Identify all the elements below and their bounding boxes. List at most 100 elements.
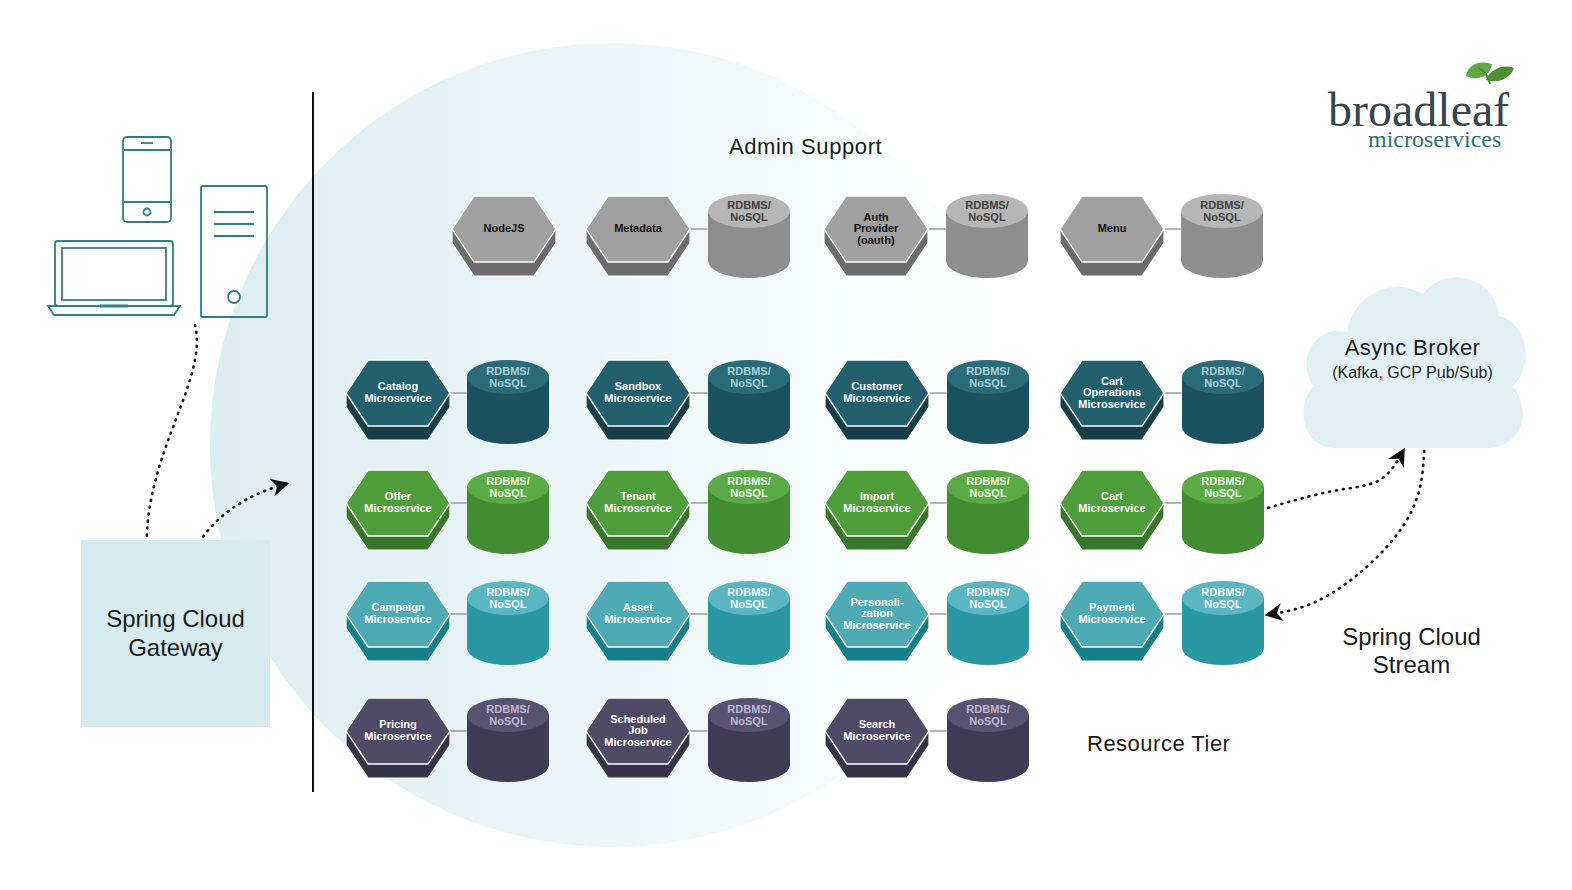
service-name: Auth Provider (oauth)	[854, 212, 899, 247]
store-link	[691, 502, 707, 504]
store-label: RDBMS/ NoSQL	[1201, 586, 1244, 610]
text-holder: Cart Operations Microservice	[1060, 360, 1164, 426]
text-holder: Payment Microservice	[1060, 581, 1164, 647]
service-hexagon: Import Microservice	[825, 470, 929, 550]
database-cylinder: RDBMS/ NoSQL	[467, 470, 549, 554]
store-link	[691, 228, 707, 230]
store-label: RDBMS/ NoSQL	[966, 586, 1009, 610]
service-name: NodeJS	[484, 223, 525, 235]
service-hexagon-outline	[1060, 196, 1164, 276]
store-label: RDBMS/ NoSQL	[727, 475, 770, 499]
text-holder: RDBMS/ NoSQL	[947, 581, 1029, 615]
service-name: Customer Microservice	[843, 381, 910, 404]
database-cylinder: RDBMS/ NoSQL	[708, 194, 790, 278]
store-link	[691, 392, 707, 394]
database-cylinder: RDBMS/ NoSQL	[947, 470, 1029, 554]
service-hexagon-outline	[586, 196, 690, 276]
text-holder: RDBMS/ NoSQL	[1182, 470, 1264, 504]
service-hexagon: Campaign Microservice	[346, 581, 450, 661]
store-label: RDBMS/ NoSQL	[486, 475, 529, 499]
async-flow-arrow	[1268, 451, 1403, 508]
service-name: Tenant Microservice	[604, 491, 671, 514]
database-cylinder: RDBMS/ NoSQL	[467, 581, 549, 665]
service-hexagon: Metadata	[586, 196, 690, 276]
store-label: RDBMS/ NoSQL	[966, 475, 1009, 499]
service-name: Personali- zation Microservice	[843, 597, 910, 632]
text-holder: Pricing Microservice	[346, 698, 450, 764]
text-holder: RDBMS/ NoSQL	[708, 698, 790, 732]
database-cylinder: RDBMS/ NoSQL	[947, 581, 1029, 665]
gateway-name: Spring Cloud Gateway	[91, 605, 261, 663]
broker-text: Async Broker	[1345, 334, 1481, 363]
service-hexagon: Search Microservice	[825, 698, 929, 778]
store-link	[691, 730, 707, 732]
store-link	[451, 613, 466, 615]
service-name: Cart Microservice	[1078, 491, 1145, 514]
service-name: Sandbox Microservice	[604, 381, 671, 404]
store-label: RDBMS/ NoSQL	[486, 703, 529, 727]
tier-label: Resource Tier	[1087, 731, 1230, 756]
store-label: RDBMS/ NoSQL	[727, 365, 770, 389]
store-label: RDBMS/ NoSQL	[727, 199, 770, 223]
tier-divider	[312, 92, 314, 792]
text-holder: Scheduled Job Microservice	[586, 698, 690, 764]
store-label: RDBMS/ NoSQL	[1201, 475, 1244, 499]
service-hexagon: Scheduled Job Microservice	[586, 698, 690, 778]
store-link	[930, 613, 946, 615]
text-holder: RDBMS/ NoSQL	[467, 581, 549, 615]
service-name: Asset Microservice	[604, 602, 671, 625]
service-name: Offer Microservice	[364, 491, 431, 514]
client-devices	[48, 137, 267, 317]
database-cylinder: RDBMS/ NoSQL	[708, 360, 790, 444]
text-holder: Catalog Microservice	[346, 360, 450, 426]
text-holder: RDBMS/ NoSQL	[1182, 581, 1264, 615]
store-label: RDBMS/ NoSQL	[727, 703, 770, 727]
database-cylinder: RDBMS/ NoSQL	[708, 470, 790, 554]
service-name: Menu	[1098, 223, 1127, 235]
service-hexagon: Menu	[1060, 196, 1164, 276]
section-heading: Admin Support	[729, 134, 882, 159]
text-holder: Cart Microservice	[1060, 470, 1164, 536]
service-name: Scheduled Job Microservice	[604, 714, 671, 749]
text-holder: RDBMS/ NoSQL	[947, 360, 1029, 394]
store-label: RDBMS/ NoSQL	[966, 703, 1009, 727]
text-holder: RDBMS/ NoSQL	[1181, 194, 1263, 228]
database-cylinder: RDBMS/ NoSQL	[1181, 194, 1263, 278]
service-hexagon-outline	[452, 196, 556, 276]
store-label: RDBMS/ NoSQL	[727, 586, 770, 610]
store-label: RDBMS/ NoSQL	[486, 365, 529, 389]
service-name: Campaign Microservice	[364, 602, 431, 625]
text-holder: NodeJS	[452, 196, 556, 262]
store-link	[451, 502, 466, 504]
service-hexagon: Tenant Microservice	[586, 470, 690, 550]
text-holder: RDBMS/ NoSQL	[947, 470, 1029, 504]
service-hexagon: Asset Microservice	[586, 581, 690, 661]
stream-label: Spring Cloud Stream	[1322, 622, 1501, 679]
store-link	[451, 730, 466, 732]
service-hexagon: Pricing Microservice	[346, 698, 450, 778]
store-label: RDBMS/ NoSQL	[1200, 199, 1243, 223]
text-holder: RDBMS/ NoSQL	[708, 194, 790, 228]
database-cylinder: RDBMS/ NoSQL	[708, 581, 790, 665]
text-holder: RDBMS/ NoSQL	[467, 470, 549, 504]
text-holder: RDBMS/ NoSQL	[467, 698, 549, 732]
service-hexagon: NodeJS	[452, 196, 556, 276]
database-cylinder: RDBMS/ NoSQL	[708, 698, 790, 782]
text-holder: RDBMS/ NoSQL	[946, 194, 1028, 228]
service-name: Catalog Microservice	[364, 381, 431, 404]
store-label: RDBMS/ NoSQL	[1201, 365, 1244, 389]
tier-divider	[313, 319, 1300, 321]
text-holder: Spring Cloud Gateway	[81, 540, 270, 727]
database-cylinder: RDBMS/ NoSQL	[946, 194, 1028, 278]
store-link	[1165, 392, 1181, 394]
store-link	[930, 502, 946, 504]
service-hexagon: Catalog Microservice	[346, 360, 450, 440]
text-holder: RDBMS/ NoSQL	[947, 698, 1029, 732]
text-holder: Async Broker(Kafka, GCP Pub/Sub)	[1295, 258, 1530, 448]
service-hexagon: Cart Microservice	[1060, 470, 1164, 550]
gateway-box: Spring Cloud Gateway	[81, 540, 270, 727]
text-holder: RDBMS/ NoSQL	[467, 360, 549, 394]
service-name: Pricing Microservice	[364, 719, 431, 742]
text-holder: Auth Provider (oauth)	[824, 196, 928, 262]
